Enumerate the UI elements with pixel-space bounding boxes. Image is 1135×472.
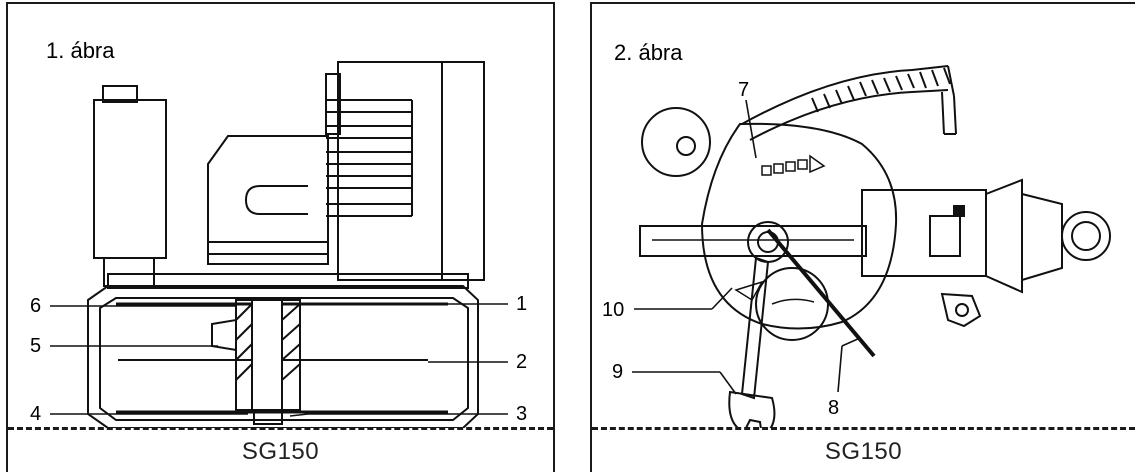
figure-1-footer: SG150 <box>8 427 553 472</box>
figure-2-model-label: SG150 <box>824 438 903 465</box>
callout-3: 3 <box>516 403 527 425</box>
callout-10: 10 <box>602 299 624 321</box>
small-wheel <box>641 107 711 177</box>
callout-7: 7 <box>738 79 749 101</box>
cabinet-door <box>441 61 485 281</box>
figure-2-footer: SG150 <box>592 427 1135 472</box>
figure-1-panel: 6 5 4 1 2 3 1. ábra SG150 <box>6 2 555 472</box>
motor-cap <box>102 85 138 103</box>
callout-5: 5 <box>30 335 41 357</box>
bottom-lug <box>940 292 982 328</box>
figure-2-title: 2. ábra <box>610 38 687 68</box>
machine-cross-section-drawing <box>50 61 508 428</box>
figure-1-title: 1. ábra <box>42 36 119 66</box>
callout-2: 2 <box>516 351 527 373</box>
callout-1: 1 <box>516 293 527 315</box>
housing-flange <box>207 241 329 265</box>
callout-9: 9 <box>612 361 623 383</box>
rear-ring <box>1061 211 1111 261</box>
cabinet-hinge <box>325 73 341 135</box>
callout-4: 4 <box>30 403 41 425</box>
rotation-markings <box>761 154 826 176</box>
pin-spanner <box>766 228 876 358</box>
figure-1-model-label: SG150 <box>241 438 320 465</box>
dust-hose <box>741 65 957 141</box>
disc-guard <box>700 122 898 330</box>
open-wrench <box>740 256 770 400</box>
grinder-with-wrench-drawing <box>632 65 1111 428</box>
upper-beam <box>107 273 469 289</box>
rotation-arrow <box>734 280 764 302</box>
grinder-handle <box>985 178 1023 294</box>
callout-leader-lines <box>50 303 508 417</box>
callout-8: 8 <box>828 397 839 419</box>
callout-6: 6 <box>30 295 41 317</box>
callout-labels: 6 5 4 1 2 3 <box>30 293 527 425</box>
figure-2-panel: 7 8 9 10 2. ábra SG150 <box>590 2 1135 472</box>
wedge-part <box>211 318 237 352</box>
callout-leader-lines <box>632 99 861 395</box>
housing-slot <box>245 199 308 215</box>
bottom-nut <box>253 409 283 425</box>
callout-labels: 7 8 9 10 <box>602 79 839 419</box>
